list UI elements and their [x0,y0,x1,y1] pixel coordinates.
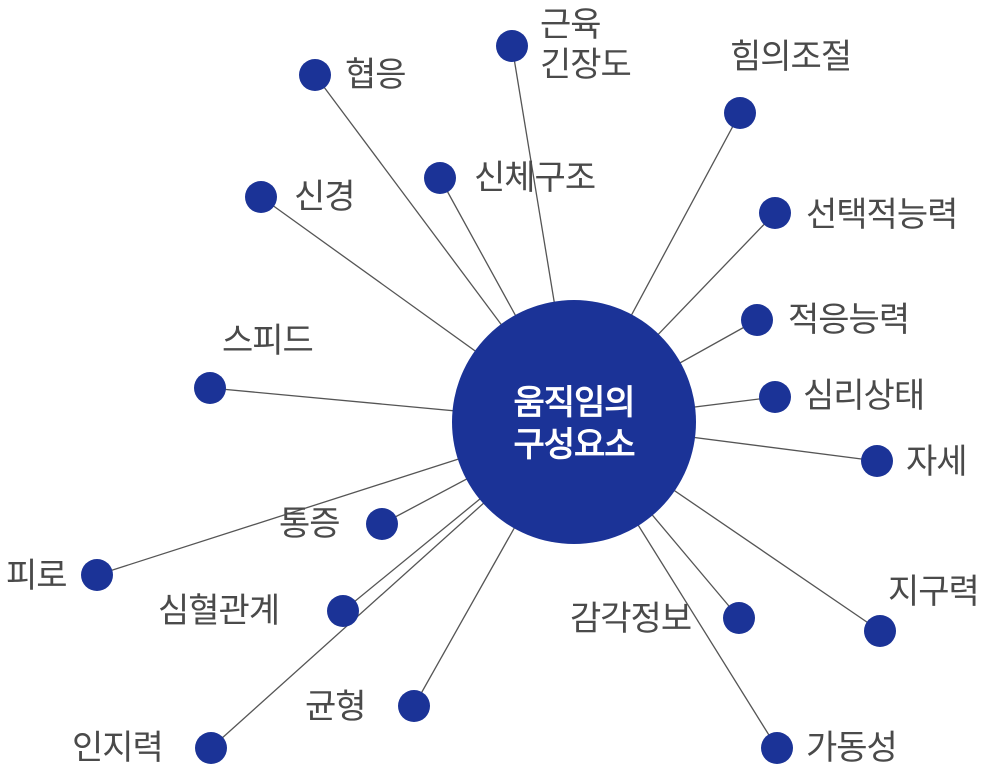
center-node: 움직임의 구성요소 [452,300,696,544]
node-dot-nerve [245,181,277,213]
node-dot-mobility [761,732,793,764]
node-dot-fatigue [81,559,113,591]
center-title-line2: 구성요소 [513,425,635,465]
label-balance: 균형 [305,687,367,727]
center-title-line1: 움직임의 [513,383,635,423]
node-dot-coordination [299,59,331,91]
label-force-control: 힘의조절 [730,37,852,77]
node-dot-speed [194,372,226,404]
node-dot-sensory-info [723,602,755,634]
label-pain: 통증 [279,504,341,544]
label-speed: 스피드 [222,321,314,361]
node-dot-balance [398,690,430,722]
node-dot-cardiovascular [327,595,359,627]
node-dot-cognition [195,732,227,764]
label-fatigue: 피로 [6,556,68,596]
node-dot-adaptability [741,304,773,336]
node-dot-endurance [864,615,896,647]
label-psychological-state: 심리상태 [803,376,925,416]
node-dot-selective-ability [759,197,791,229]
label-coordination: 협응 [345,55,407,95]
node-dot-posture [861,445,893,477]
label-mobility: 가동성 [806,728,898,768]
label-nerve: 신경 [294,177,356,217]
label-endurance: 지구력 [888,572,980,612]
label-selective-ability: 선택적능력 [806,195,958,235]
label-cognition: 인지력 [72,728,164,768]
label-cardiovascular: 심혈관계 [158,591,280,631]
node-dot-psychological-state [759,381,791,413]
label-posture: 자세 [906,442,968,482]
node-dot-muscle-tension [496,30,528,62]
label-muscle-tension-line2: 긴장도 [540,45,632,85]
label-muscle-tension-line1: 근육 [540,5,602,45]
label-body-structure: 신체구조 [474,158,596,198]
node-dot-pain [366,508,398,540]
node-dot-force-control [724,97,756,129]
label-adaptability: 적응능력 [788,300,910,340]
node-dot-body-structure [424,162,456,194]
label-sensory-info: 감각정보 [570,599,692,639]
